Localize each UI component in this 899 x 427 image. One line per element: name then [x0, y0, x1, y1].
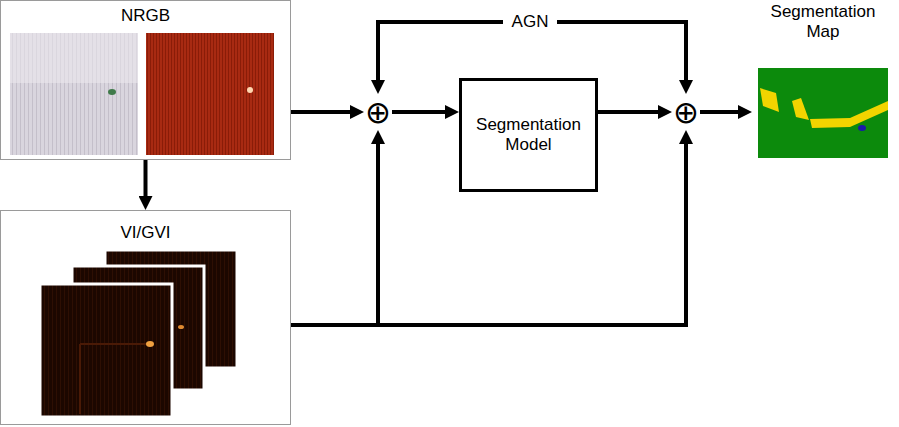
node-title: Segmentation Model [468, 115, 589, 155]
image-spot [108, 89, 116, 95]
index-image [40, 284, 172, 417]
flow-arrow [700, 110, 745, 114]
sum-symbol: ⊕ [365, 98, 391, 126]
sum-junction: ⊕ [672, 94, 700, 130]
segment-region [810, 101, 888, 128]
flow-arrow [291, 137, 686, 325]
image-panel: NRGB [0, 0, 291, 160]
image-feature [79, 344, 81, 414]
image-haze [10, 33, 138, 83]
segment-region [792, 98, 809, 120]
output-panel: Segmentation Map [752, 2, 894, 160]
flow-arrow [392, 110, 452, 114]
sum-symbol: ⊕ [673, 98, 699, 126]
image-spot [247, 87, 253, 93]
flow-arrow [144, 160, 148, 203]
node-title: VI/GVI [120, 223, 170, 243]
image-feature [80, 343, 150, 345]
node-title: NRGB [121, 6, 170, 26]
flow-arrow [291, 110, 357, 114]
signal-label: AGN [510, 12, 551, 32]
image-panel: VI/GVI [0, 210, 291, 425]
nrgb-image [146, 33, 274, 155]
image-spot [146, 341, 154, 347]
nrgb-image [10, 33, 138, 155]
node-title: Segmentation Map [752, 2, 894, 42]
process-box: Segmentation Model [459, 78, 598, 192]
segment-region [760, 88, 779, 112]
image-spot [178, 325, 184, 329]
segmentation-image [758, 68, 888, 158]
flow-arrow [291, 137, 378, 325]
flow-arrow [598, 110, 665, 114]
sum-junction: ⊕ [364, 94, 392, 130]
segment-region [858, 125, 866, 131]
